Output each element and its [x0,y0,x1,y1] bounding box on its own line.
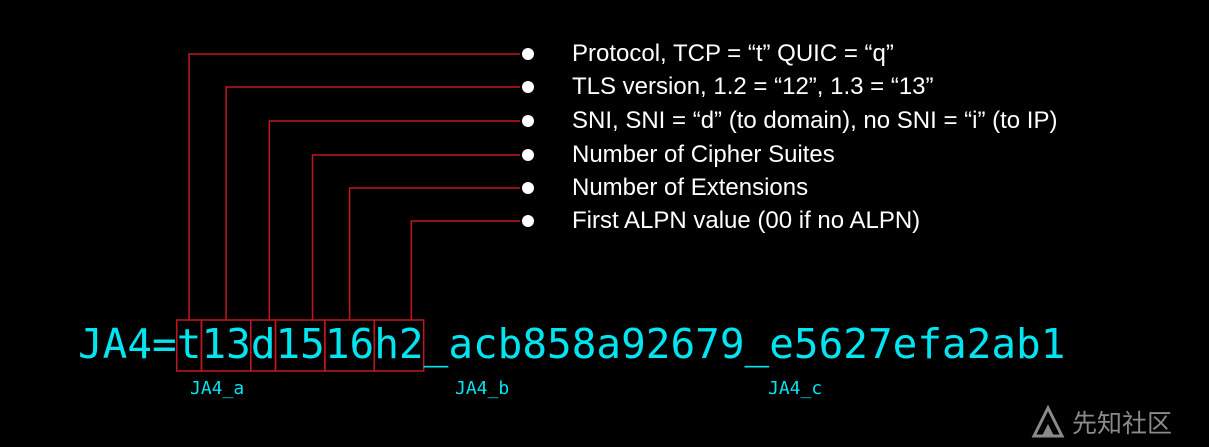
bullet-dot [522,48,534,60]
desc-protocol: Protocol, TCP = “t” QUIC = “q” [572,40,894,67]
leader-line [225,86,520,320]
fp-tls-version: 13 [201,320,251,368]
fp-alpn: h2 [374,320,424,368]
fp-part-b: acb858a92679 [448,320,745,368]
label-ja4-b: JA4_b [455,378,510,399]
fp-extension-count: 16 [324,320,375,368]
bullet-dot [522,149,534,161]
leader-line [410,220,520,320]
ja4-fingerprint: JA4=t13d1516h2_acb858a92679_e5627efa2ab1 [78,319,1065,369]
fp-prefix: JA4= [78,320,177,368]
leader-line [348,187,520,320]
label-ja4-a: JA4_a [190,378,245,399]
fp-separator-1: _ [423,320,449,368]
fp-cipher-count: 15 [275,320,325,368]
leader-line [188,53,520,320]
fp-separator-2: _ [744,320,770,368]
desc-sni: SNI, SNI = “d” (to domain), no SNI = “i”… [572,107,1058,134]
desc-extensions: Number of Extensions [572,174,809,201]
fp-part-c: e5627efa2ab1 [769,320,1066,368]
watermark-text: 先知社区 [1072,409,1173,438]
fp-sni: d [250,320,276,368]
segment-box [373,319,425,372]
label-ja4-c: JA4_c [768,378,823,399]
bullet-dot [522,215,534,227]
fp-protocol: t [176,320,202,368]
desc-cipher-suites: Number of Cipher Suites [572,141,835,168]
desc-alpn: First ALPN value (00 if no ALPN) [572,207,921,234]
watermark: 先知社区 [1030,404,1205,444]
xianzhi-logo-icon [1030,404,1066,445]
bullet-dot [522,115,534,127]
leader-line [268,120,520,320]
bullet-dot [522,182,534,194]
leader-line [311,154,520,320]
bullet-dot [522,81,534,93]
desc-tls-version: TLS version, 1.2 = “12”, 1.3 = “13” [572,73,934,100]
